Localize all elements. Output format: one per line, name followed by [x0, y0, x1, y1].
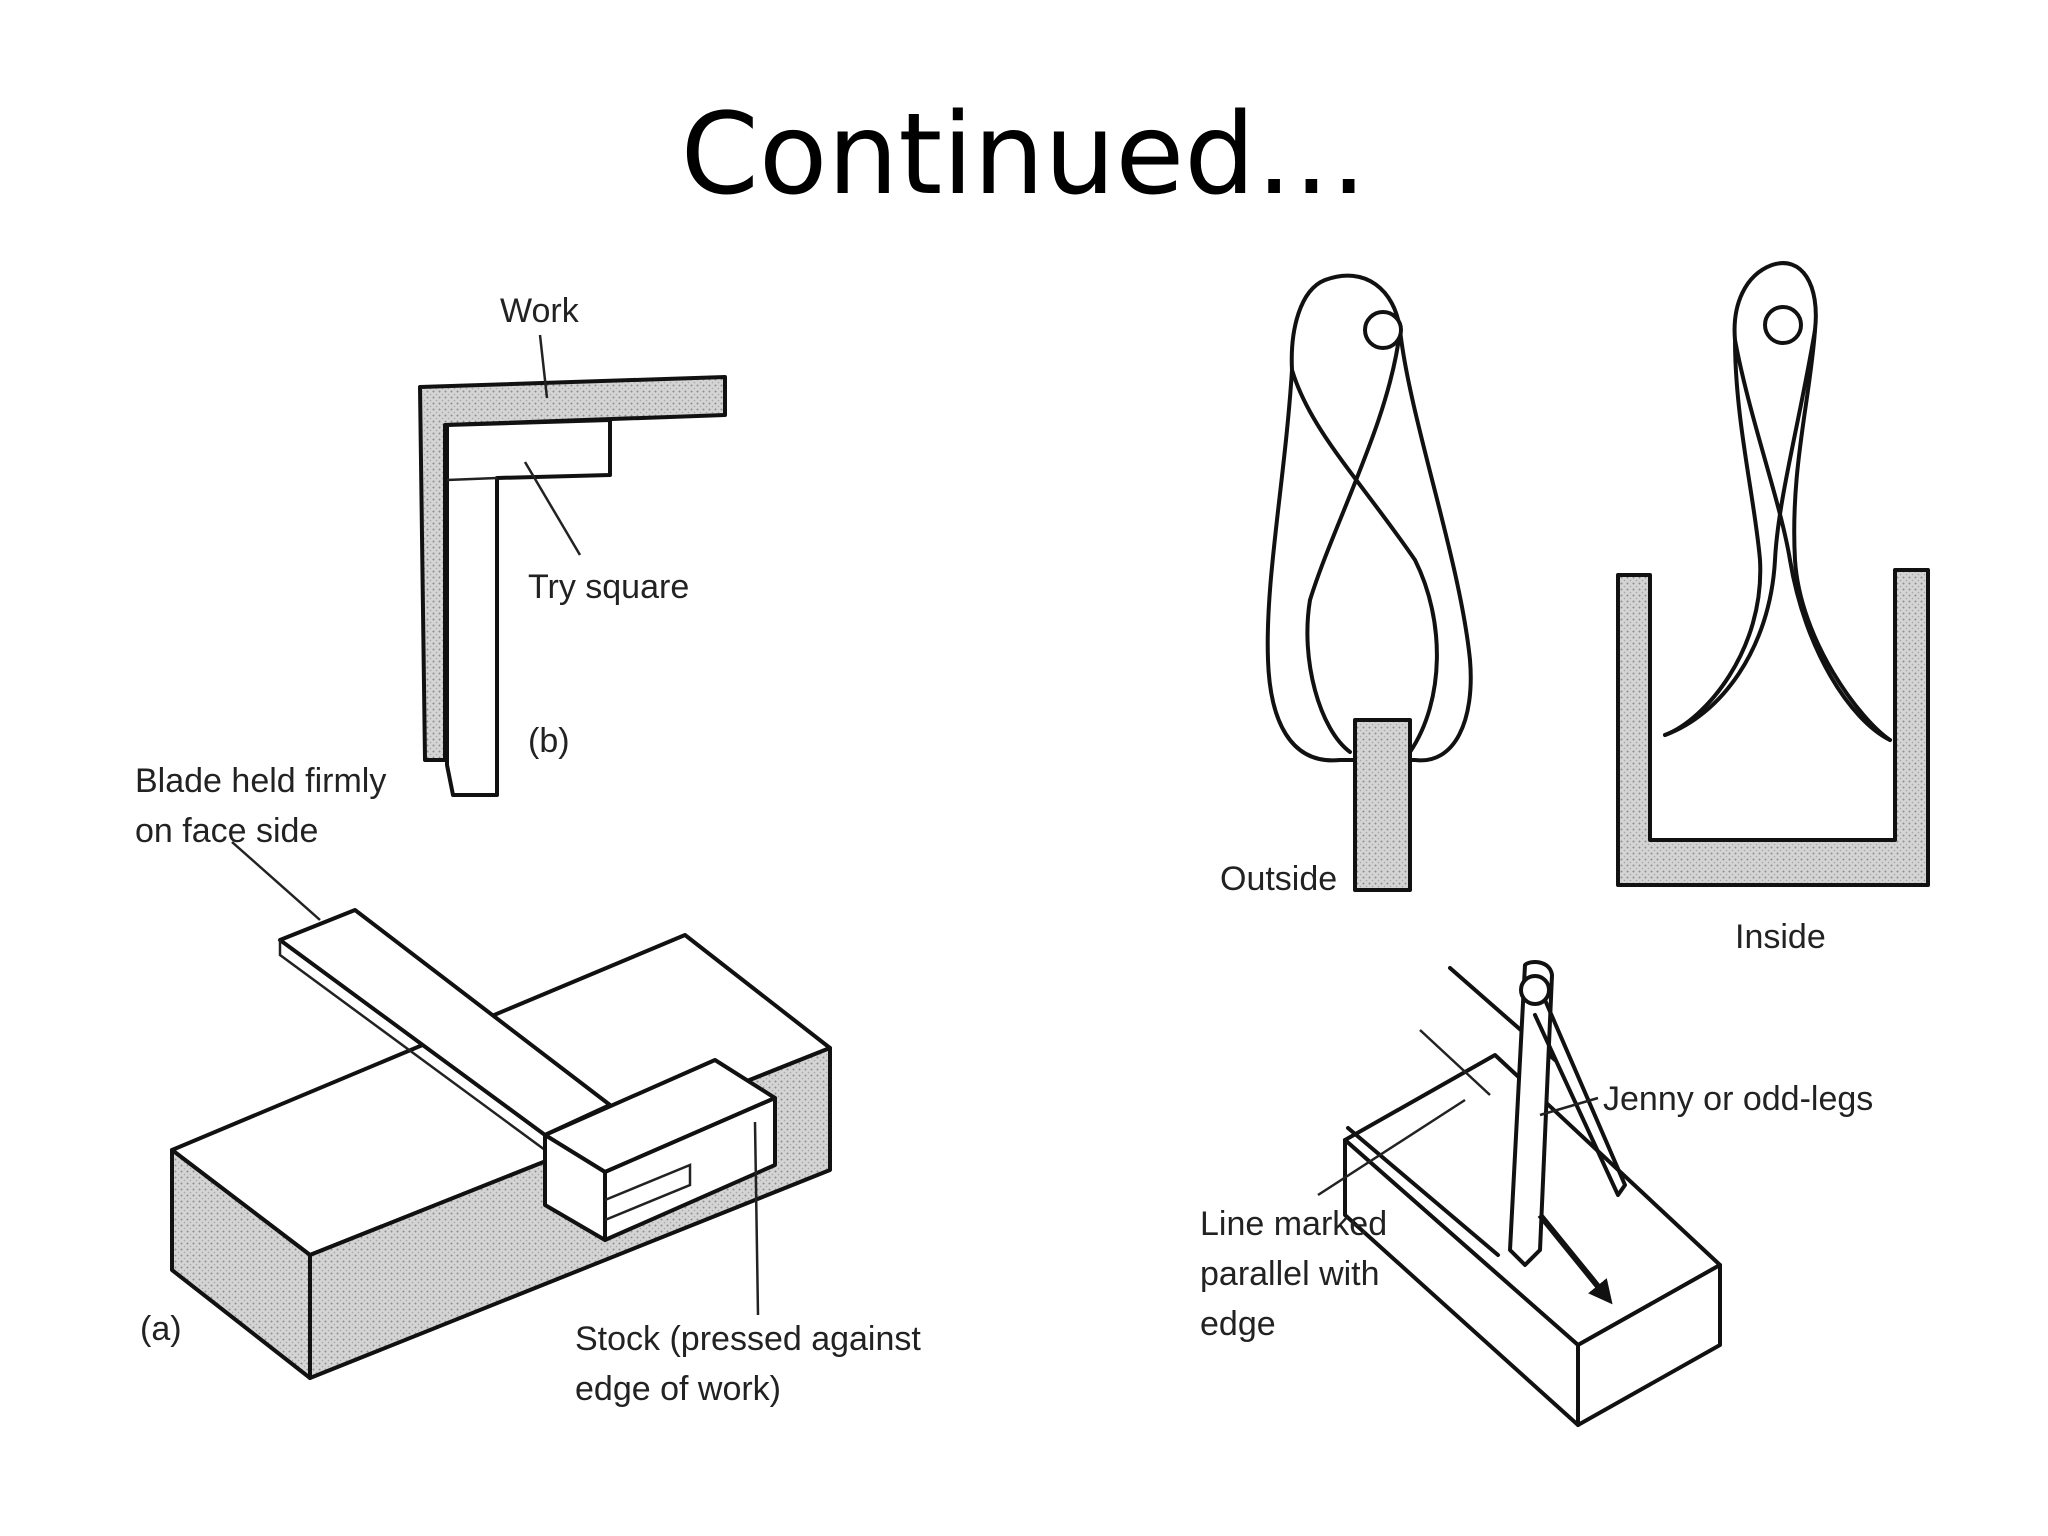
- try-square-label: Try square: [528, 568, 689, 606]
- jenny-odd-legs: Jenny or odd-legs Line marked parallel w…: [1200, 960, 1873, 1427]
- figure-b-label: (b): [528, 722, 570, 760]
- line-marked-label-2: parallel with: [1200, 1255, 1380, 1293]
- outside-label: Outside: [1220, 860, 1337, 898]
- line-marked-leader: [1317, 1098, 1466, 1197]
- jenny-pivot: [1519, 974, 1551, 1006]
- jenny-block-side: [1576, 1263, 1722, 1427]
- line-marked-label-1: Line marked: [1200, 1205, 1387, 1243]
- blade-label-line-2: on face side: [135, 812, 318, 850]
- try-square-tool: [445, 418, 612, 797]
- blade-label-line-1: Blade held firmly: [135, 762, 386, 800]
- inside-caliper-pivot: [1763, 305, 1803, 345]
- slide-title: Continued…: [680, 90, 1368, 220]
- try-square-isometric: Blade held firmly on face side (a) Stock…: [135, 762, 921, 1408]
- direction-arrow: [1537, 1213, 1613, 1305]
- jenny-label: Jenny or odd-legs: [1603, 1080, 1873, 1118]
- outside-calipers: Outside: [1220, 273, 1473, 898]
- inside-label: Inside: [1735, 918, 1826, 956]
- stock-leader: [753, 1121, 760, 1316]
- stock-label-line-2: edge of work): [575, 1370, 781, 1408]
- try-square-top-view: Work Try square (b): [418, 292, 727, 797]
- outside-bar: [1353, 718, 1412, 892]
- line-marked-label-3: edge: [1200, 1305, 1276, 1343]
- figure-a-label: (a): [140, 1310, 182, 1348]
- inside-calipers: Inside: [1616, 261, 1930, 956]
- blade-leader: [231, 841, 321, 921]
- inside-caliper-outline: [1663, 261, 1892, 742]
- try-square-leader: [523, 461, 582, 556]
- inside-channel: [1616, 568, 1930, 887]
- outside-caliper-outline: [1265, 273, 1473, 763]
- jenny-tool: [1508, 960, 1554, 1267]
- outside-caliper-pivot: [1363, 310, 1403, 350]
- work-leader: [538, 334, 549, 399]
- stock-label-line-1: Stock (pressed against: [575, 1320, 921, 1358]
- work-label: Work: [500, 292, 580, 330]
- jenny-leader: [1539, 1096, 1599, 1117]
